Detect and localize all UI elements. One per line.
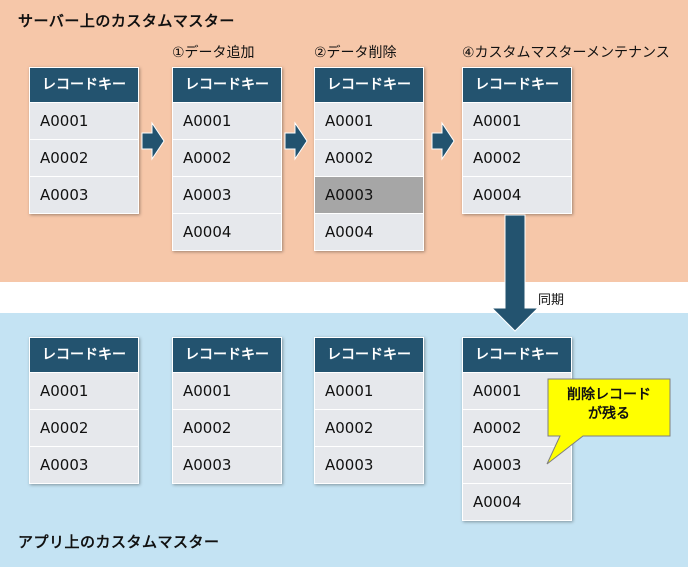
table-row-deleted: A0003	[315, 177, 423, 214]
table-header: レコードキー	[30, 68, 138, 103]
server-table-deleted: レコードキー A0001 A0002 A0003 A0004	[314, 67, 424, 251]
table-row: A0004	[315, 214, 423, 250]
table-row: A0003	[173, 177, 281, 214]
app-table-1: レコードキー A0001 A0002 A0003	[29, 337, 139, 484]
table-row: A0003	[30, 177, 138, 213]
server-table-initial: レコードキー A0001 A0002 A0003	[29, 67, 139, 214]
app-section-title: アプリ上のカスタムマスター	[18, 533, 220, 551]
table-row: A0002	[173, 140, 281, 177]
table-row: A0001	[173, 103, 281, 140]
step-label-delete: ②データ削除	[314, 45, 397, 61]
table-row: A0001	[30, 373, 138, 410]
table-row: A0004	[463, 177, 571, 213]
table-row: A0002	[173, 410, 281, 447]
callout-text: 削除レコード が残る	[567, 387, 651, 422]
table-header: レコードキー	[463, 338, 571, 373]
table-header: レコードキー	[173, 68, 281, 103]
arrow-down-icon	[490, 214, 540, 332]
table-row: A0001	[173, 373, 281, 410]
sync-label: 同期	[538, 293, 565, 308]
table-row: A0001	[30, 103, 138, 140]
table-row: A0004	[463, 484, 571, 520]
table-header: レコードキー	[463, 68, 571, 103]
table-row: A0002	[463, 140, 571, 177]
table-row: A0002	[315, 410, 423, 447]
app-table-4: レコードキー A0001 A0002 A0003 A0004	[462, 337, 572, 521]
table-row: A0001	[315, 103, 423, 140]
table-row: A0003	[315, 447, 423, 483]
table-row: A0001	[315, 373, 423, 410]
arrow-right-icon	[431, 121, 455, 161]
app-table-3: レコードキー A0001 A0002 A0003	[314, 337, 424, 484]
table-row: A0002	[315, 140, 423, 177]
table-header: レコードキー	[315, 68, 423, 103]
table-header: レコードキー	[315, 338, 423, 373]
server-section-title: サーバー上のカスタムマスター	[18, 12, 235, 30]
step-label-add: ①データ追加	[172, 45, 255, 61]
server-table-maintained: レコードキー A0001 A0002 A0004	[462, 67, 572, 214]
table-header: レコードキー	[173, 338, 281, 373]
table-row: A0002	[30, 140, 138, 177]
server-table-added: レコードキー A0001 A0002 A0003 A0004	[172, 67, 282, 251]
table-row: A0003	[463, 447, 571, 484]
table-header: レコードキー	[30, 338, 138, 373]
step-label-maintenance: ④カスタムマスターメンテナンス	[462, 45, 670, 61]
arrow-right-icon	[141, 121, 165, 161]
table-row: A0001	[463, 103, 571, 140]
arrow-right-icon	[284, 121, 308, 161]
table-row: A0004	[173, 214, 281, 250]
app-table-2: レコードキー A0001 A0002 A0003	[172, 337, 282, 484]
table-row: A0003	[30, 447, 138, 483]
table-row: A0003	[173, 447, 281, 483]
callout-bubble	[546, 378, 671, 465]
table-row: A0002	[30, 410, 138, 447]
